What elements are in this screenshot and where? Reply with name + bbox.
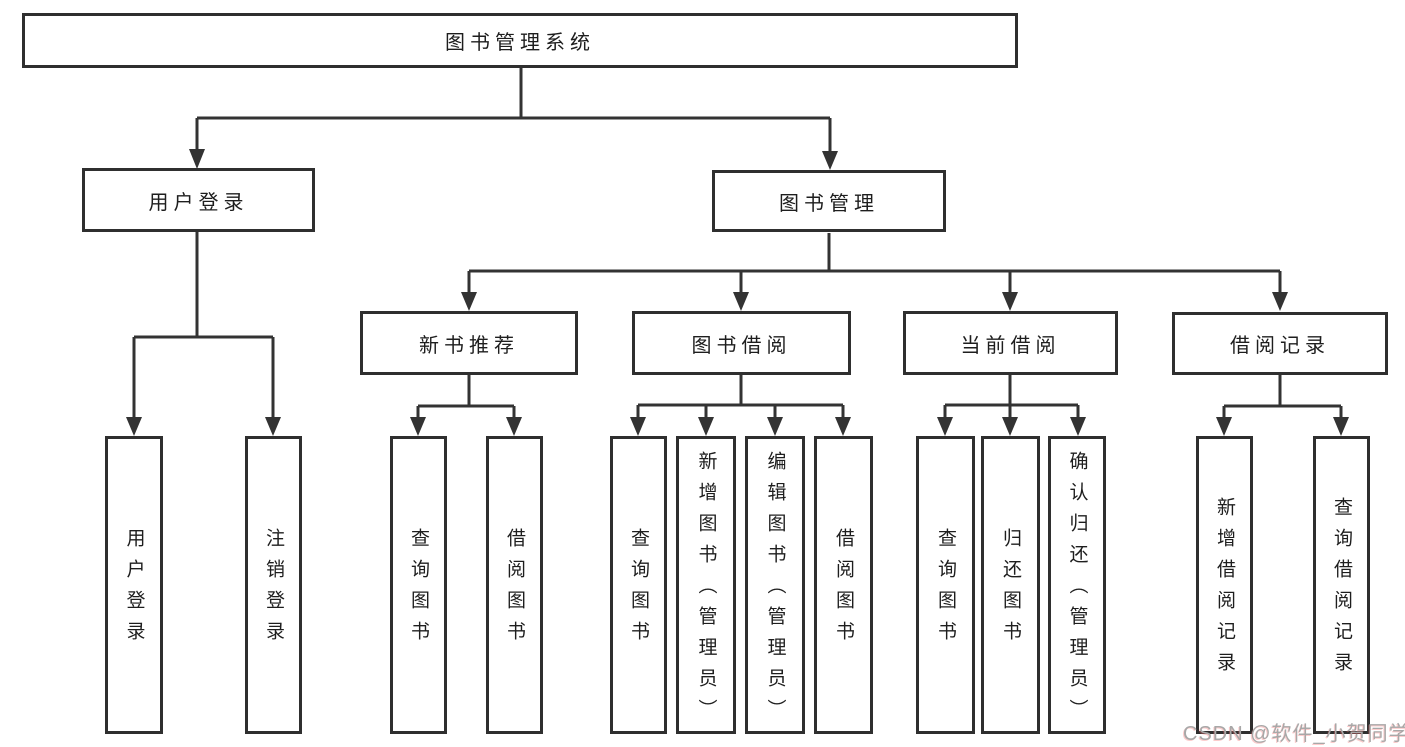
leaf-confirm-return-admin: 确认归还（管理员） (1048, 436, 1106, 734)
leaf-borrow-books: 借阅图书 (814, 436, 873, 734)
node-label: 查询图书 (628, 528, 649, 652)
node-new-book-recommend: 新书推荐 (360, 311, 578, 375)
node-label: 当前借阅 (960, 334, 1061, 357)
node-label: 查询借阅记录 (1331, 497, 1352, 683)
node-label: 确认归还（管理员） (1066, 450, 1088, 730)
node-label: 编辑图书（管理员） (764, 450, 786, 730)
connector-newbook-to-leaves (416, 375, 516, 419)
node-label: 图书借阅 (691, 334, 792, 357)
connector-root-to-level2 (195, 68, 832, 153)
node-label: 新增借阅记录 (1214, 497, 1235, 683)
node-label: 借阅记录 (1230, 335, 1330, 357)
leaf-logout: 注销登录 (245, 436, 302, 734)
connector-currentborrow-to-leaves (943, 375, 1080, 419)
node-label: 图书管理 (779, 192, 879, 215)
connector-borrowrecords-to-leaves (1222, 375, 1343, 419)
leaf-add-borrow-record: 新增借阅记录 (1196, 436, 1253, 734)
leaf-query-books-borrow: 查询图书 (610, 436, 667, 734)
node-book-borrow: 图书借阅 (632, 311, 851, 375)
node-label: 用户登录 (123, 528, 145, 652)
connector-bookborrow-to-leaves (636, 375, 845, 419)
node-label: 注销登录 (263, 528, 284, 652)
node-borrow-records: 借阅记录 (1172, 312, 1388, 375)
node-library-management-system: 图书管理系统 (22, 13, 1018, 68)
leaf-query-borrow-record: 查询借阅记录 (1313, 436, 1370, 734)
arrowheads (126, 149, 1349, 436)
node-label: 查询图书 (935, 528, 956, 652)
node-label: 新增图书（管理员） (695, 450, 717, 730)
node-label: 图书管理系统 (445, 32, 595, 54)
csdn-watermark: CSDN @软件_小贺同学 (1183, 723, 1405, 745)
node-label: 借阅图书 (504, 528, 525, 652)
connector-userlogin-to-leaves (132, 232, 275, 419)
leaf-user-login: 用户登录 (105, 436, 163, 734)
leaf-query-books-recommend: 查询图书 (390, 436, 447, 734)
node-label: 归还图书 (1000, 528, 1021, 652)
node-label: 新书推荐 (419, 334, 519, 357)
leaf-return-books: 归还图书 (981, 436, 1040, 734)
node-label: 用户登录 (148, 191, 249, 214)
leaf-query-books-current: 查询图书 (916, 436, 975, 734)
node-book-management: 图书管理 (712, 170, 946, 232)
node-user-login: 用户登录 (82, 168, 315, 232)
node-current-borrow: 当前借阅 (903, 311, 1118, 375)
node-label: 借阅图书 (833, 528, 854, 652)
leaf-add-books-admin: 新增图书（管理员） (676, 436, 736, 734)
leaf-borrow-books-recommend: 借阅图书 (486, 436, 543, 734)
node-label: 查询图书 (408, 528, 429, 652)
leaf-edit-books-admin: 编辑图书（管理员） (745, 436, 805, 734)
connector-bookmgmt-to-level3 (467, 233, 1282, 294)
